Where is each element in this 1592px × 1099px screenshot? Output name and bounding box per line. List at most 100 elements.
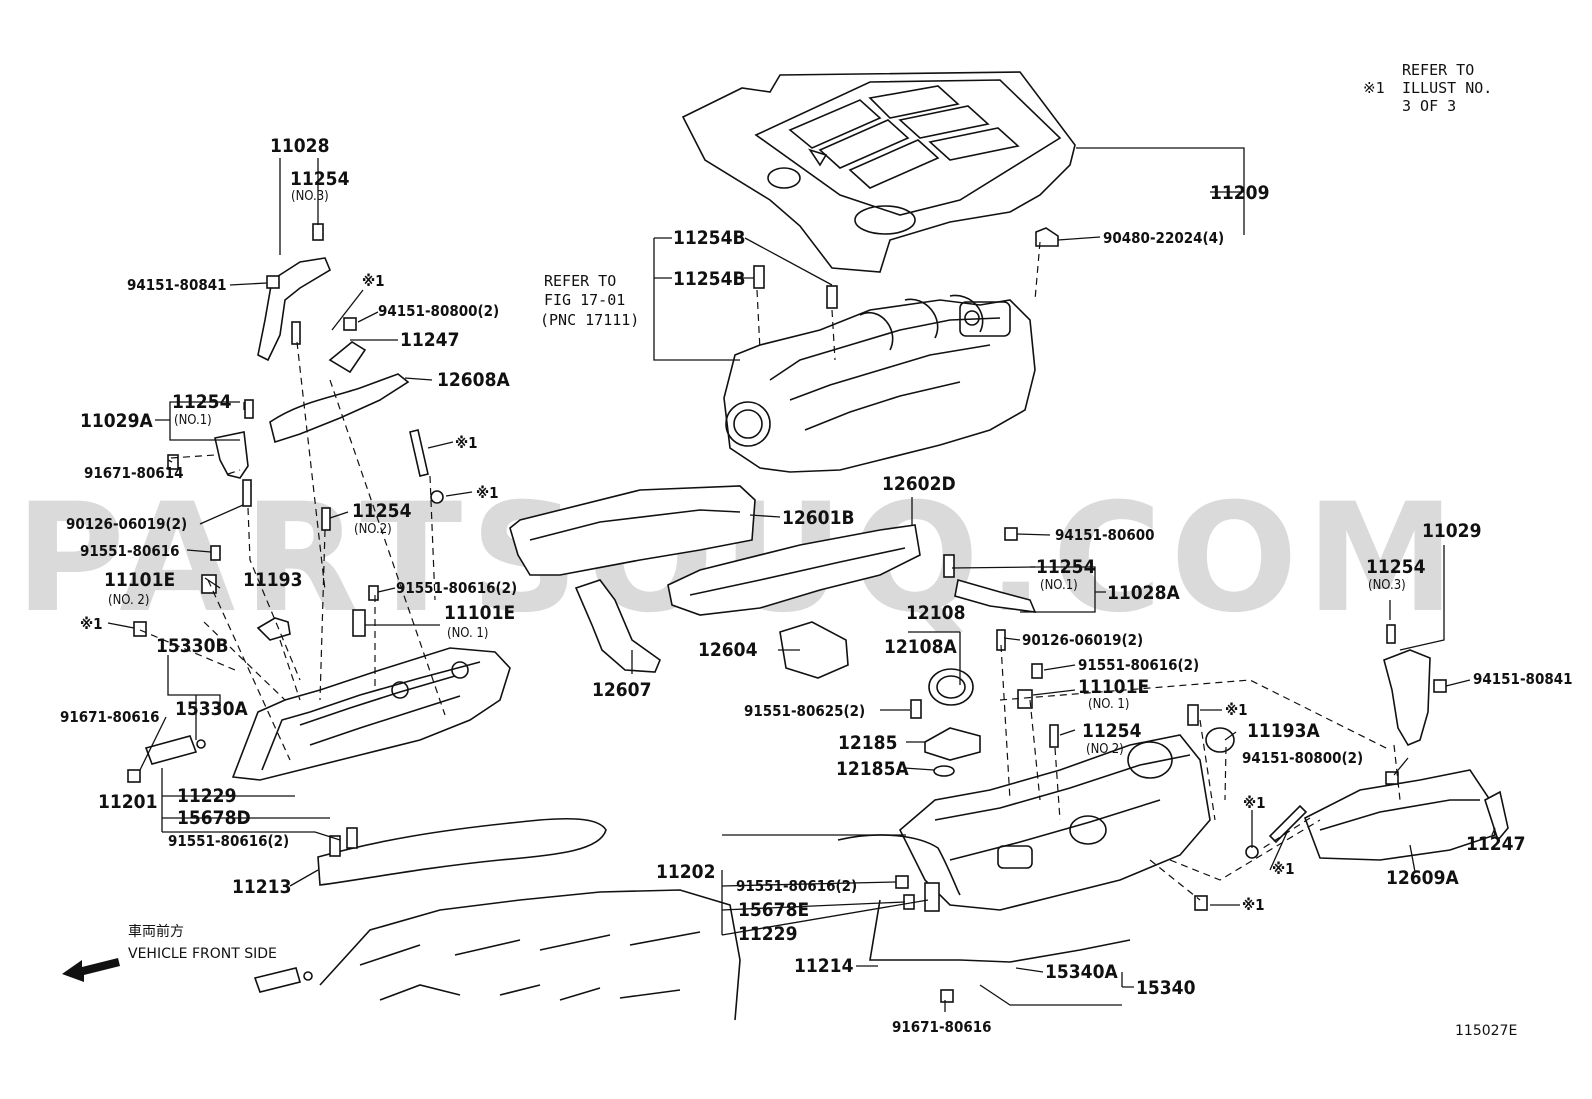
right-head-cover-part bbox=[899, 734, 1211, 911]
refer-note-line2: ILLUST NO. bbox=[1402, 79, 1492, 97]
label-12108A[interactable]: 12108A bbox=[884, 636, 957, 658]
label-15678E[interactable]: 15678E bbox=[738, 899, 809, 921]
label-11229-right[interactable]: 11229 bbox=[738, 923, 797, 945]
label-11254B-a[interactable]: 11254B bbox=[673, 227, 746, 249]
label-15330B[interactable]: 15330B bbox=[156, 635, 229, 657]
bracket-11029A-part bbox=[214, 431, 249, 479]
label-ref1-d[interactable]: ※1 bbox=[80, 615, 103, 633]
label-11101E-no2[interactable]: 11101E bbox=[104, 569, 175, 591]
label-12108[interactable]: 12108 bbox=[906, 602, 965, 624]
label-12602D[interactable]: 12602D bbox=[882, 473, 956, 495]
grommet-11193-part bbox=[256, 617, 291, 641]
label-11028A[interactable]: 11028A bbox=[1107, 582, 1180, 604]
label-11029A[interactable]: 11029A bbox=[80, 410, 153, 432]
label-91551-80616-2-d[interactable]: 91551-80616(2) bbox=[736, 877, 857, 895]
label-15330A[interactable]: 15330A bbox=[175, 698, 248, 720]
label-11202[interactable]: 11202 bbox=[656, 861, 715, 883]
label-ref1-b[interactable]: ※1 bbox=[455, 434, 478, 452]
label-90126-06019-2-right[interactable]: 90126-06019(2) bbox=[1022, 631, 1143, 649]
label-11209[interactable]: 11209 bbox=[1210, 182, 1269, 204]
label-11229-left[interactable]: 11229 bbox=[177, 785, 236, 807]
refer-fig-line3: (PNC 17111) bbox=[540, 311, 639, 329]
label-11254-no3-right[interactable]: 11254 bbox=[1366, 556, 1426, 578]
label-91551-80616-2-c[interactable]: 91551-80616(2) bbox=[1078, 656, 1199, 674]
label-15678D[interactable]: 15678D bbox=[177, 807, 251, 829]
label-91671-80614[interactable]: 91671-80614 bbox=[84, 464, 184, 482]
insulator-12604-part bbox=[779, 621, 849, 679]
label-11254B-b[interactable]: 11254B bbox=[673, 268, 746, 290]
leader-lines bbox=[107, 147, 1496, 1012]
dashed-guides bbox=[139, 241, 1401, 901]
label-ref1-f[interactable]: ※1 bbox=[1243, 794, 1266, 812]
label-11247-right[interactable]: 11247 bbox=[1466, 833, 1525, 855]
ocv-15340A-part bbox=[253, 967, 301, 993]
label-ref1-c[interactable]: ※1 bbox=[476, 484, 499, 502]
intake-manifold-part bbox=[723, 294, 1036, 473]
label-11101E-no1-right[interactable]: 11101E bbox=[1078, 676, 1149, 698]
label-11254-no3-left[interactable]: 11254 bbox=[290, 168, 350, 190]
label-11254-no1-right-sub: (NO.1) bbox=[1040, 578, 1078, 593]
label-11193[interactable]: 11193 bbox=[243, 569, 302, 591]
label-11193A[interactable]: 11193A bbox=[1247, 720, 1320, 742]
label-94151-80800-2-left[interactable]: 94151-80800(2) bbox=[378, 302, 499, 320]
engine-block-left-part bbox=[319, 889, 741, 1021]
gasket-11213-part bbox=[317, 817, 607, 886]
label-11254-no1-left[interactable]: 11254 bbox=[172, 391, 232, 413]
label-91551-80616-2-b[interactable]: 91551-80616(2) bbox=[168, 832, 289, 850]
label-12604[interactable]: 12604 bbox=[698, 639, 758, 661]
label-ref1-h[interactable]: ※1 bbox=[1242, 896, 1265, 914]
oil-filler-pipe-part bbox=[924, 727, 981, 761]
label-11201[interactable]: 11201 bbox=[98, 791, 157, 813]
label-11213[interactable]: 11213 bbox=[232, 876, 291, 898]
refer-note-line3: 3 OF 3 bbox=[1402, 97, 1456, 115]
label-11254-no2-left[interactable]: 11254 bbox=[352, 500, 412, 522]
label-15340A[interactable]: 15340A bbox=[1045, 961, 1118, 983]
bolts-part bbox=[127, 223, 1447, 1003]
label-91551-80616-2-a[interactable]: 91551-80616(2) bbox=[396, 579, 517, 597]
label-11247-left[interactable]: 11247 bbox=[400, 329, 459, 351]
label-94151-80800-2-right[interactable]: 94151-80800(2) bbox=[1242, 749, 1363, 767]
label-12607[interactable]: 12607 bbox=[592, 679, 651, 701]
part-labels: 11028 11254 (NO.3) 94151-80841 ※1 94151-… bbox=[60, 135, 1573, 1036]
label-94151-80600[interactable]: 94151-80600 bbox=[1055, 526, 1155, 544]
label-11028[interactable]: 11028 bbox=[270, 135, 329, 157]
label-12185A[interactable]: 12185A bbox=[836, 758, 909, 780]
bracket-11247-left-part bbox=[328, 341, 367, 374]
bracket-11029-part bbox=[1383, 649, 1431, 747]
label-11214[interactable]: 11214 bbox=[794, 955, 854, 977]
label-11101E-no2-sub: (NO. 2) bbox=[108, 593, 149, 608]
label-12609A[interactable]: 12609A bbox=[1386, 867, 1459, 889]
label-91671-80616-left[interactable]: 91671-80616 bbox=[60, 708, 160, 726]
label-11101E-no1-right-sub: (NO. 1) bbox=[1088, 697, 1129, 712]
seal-ref-left-part bbox=[430, 490, 444, 504]
label-90480-22024-4[interactable]: 90480-22024(4) bbox=[1103, 229, 1224, 247]
label-12185[interactable]: 12185 bbox=[838, 732, 897, 754]
label-90126-06019-2-left[interactable]: 90126-06019(2) bbox=[66, 515, 187, 533]
direction-jp: 車両前方 bbox=[128, 923, 184, 940]
left-head-cover-part bbox=[231, 647, 511, 781]
bracket-11247-right-part bbox=[1484, 790, 1509, 842]
label-91671-80616-bottom[interactable]: 91671-80616 bbox=[892, 1018, 992, 1036]
label-11254-no1-right[interactable]: 11254 bbox=[1036, 556, 1096, 578]
bracket-12607-part bbox=[574, 579, 661, 673]
label-11254-no2-right[interactable]: 11254 bbox=[1082, 720, 1142, 742]
label-ref1-e[interactable]: ※1 bbox=[1225, 701, 1248, 719]
label-94151-80841-right[interactable]: 94151-80841 bbox=[1473, 670, 1573, 688]
label-91551-80625-2[interactable]: 91551-80625(2) bbox=[744, 702, 865, 720]
stud-ref-part bbox=[1268, 804, 1308, 844]
label-11254-no3-right-sub: (NO.3) bbox=[1368, 578, 1406, 593]
label-ref1-g[interactable]: ※1 bbox=[1272, 860, 1295, 878]
label-12601B[interactable]: 12601B bbox=[782, 507, 855, 529]
label-ref1-a[interactable]: ※1 bbox=[362, 272, 385, 290]
ocv-15330A-part bbox=[144, 735, 198, 765]
direction-en: VEHICLE FRONT SIDE bbox=[128, 946, 277, 962]
label-12608A[interactable]: 12608A bbox=[437, 369, 510, 391]
label-91551-80616-a[interactable]: 91551-80616 bbox=[80, 542, 180, 560]
gasket-11214-part bbox=[869, 899, 1131, 963]
gasket-12608A-part bbox=[269, 373, 410, 444]
label-11101E-no1-left[interactable]: 11101E bbox=[444, 602, 515, 624]
label-11029[interactable]: 11029 bbox=[1422, 520, 1481, 542]
label-94151-80841-left[interactable]: 94151-80841 bbox=[127, 276, 227, 294]
label-15340[interactable]: 15340 bbox=[1136, 977, 1196, 999]
refer-fig-line2: FIG 17-01 bbox=[544, 291, 625, 309]
